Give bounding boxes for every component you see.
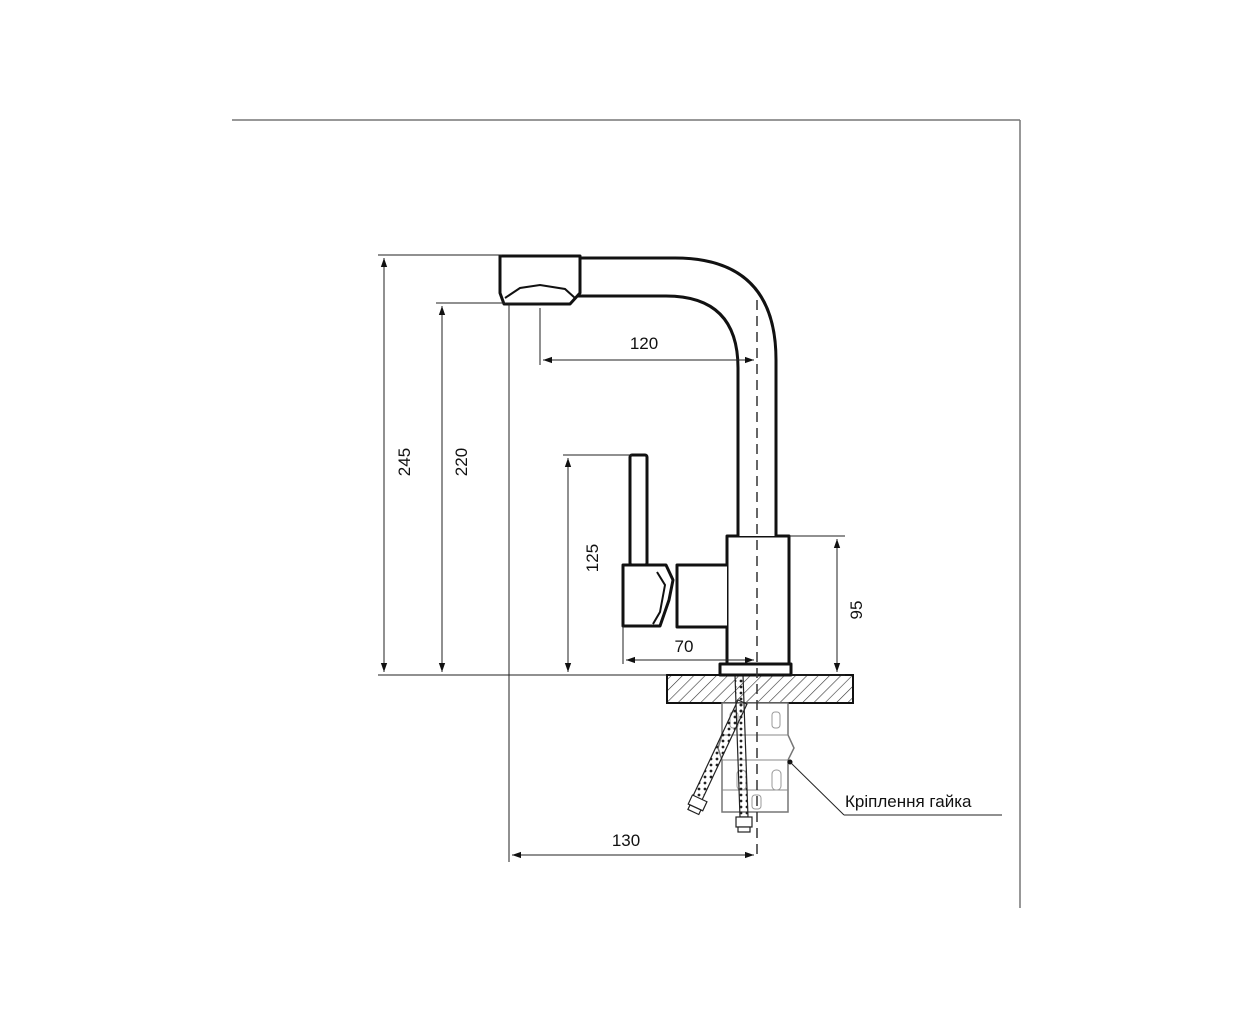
dim-overall-reach: 130 bbox=[612, 831, 640, 850]
dim-spout-height: 220 bbox=[452, 448, 471, 476]
dim-lever-reach: 70 bbox=[675, 637, 694, 656]
drawing-frame bbox=[232, 119, 1021, 908]
faucet-outline bbox=[498, 254, 793, 677]
dim-spout-reach: 120 bbox=[630, 334, 658, 353]
mounting-nut-callout: Кріплення гайка bbox=[787, 759, 1002, 816]
extension-lines bbox=[378, 254, 845, 862]
mounting-nut-label: Кріплення гайка bbox=[845, 792, 972, 811]
braided-hoses bbox=[687, 674, 753, 833]
dim-total-height: 245 bbox=[395, 448, 414, 476]
dim-body-height: 95 bbox=[847, 601, 866, 620]
dim-lever-height: 125 bbox=[583, 544, 602, 572]
countertop-section bbox=[666, 674, 854, 704]
dimension-lines bbox=[380, 258, 841, 859]
